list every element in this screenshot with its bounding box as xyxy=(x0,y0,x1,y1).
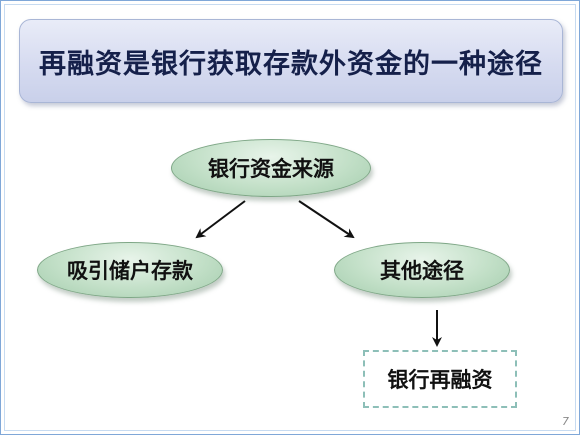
node-attract-deposits: 吸引储户存款 xyxy=(37,242,223,298)
node-bank-fund-source: 银行资金来源 xyxy=(171,139,371,197)
title-banner: 再融资是银行获取存款外资金的一种途径 xyxy=(19,19,563,103)
slide-title: 再融资是银行获取存款外资金的一种途径 xyxy=(39,48,543,80)
arrow-to-other xyxy=(298,200,355,239)
page-number: 7 xyxy=(562,415,569,428)
node-bank-refinancing: 银行再融资 xyxy=(363,350,517,408)
arrow-to-deposit xyxy=(195,200,246,239)
node-other-channels: 其他途径 xyxy=(334,242,510,298)
